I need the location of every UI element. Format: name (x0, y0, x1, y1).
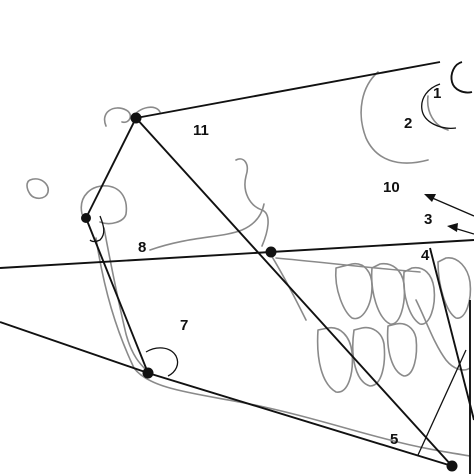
label-8: 8 (138, 239, 146, 256)
incisor-region (415, 299, 471, 371)
arc-nasion-inner (450, 61, 473, 94)
line-mandibular-plane-left (0, 321, 149, 374)
line-incisor-axis (429, 247, 474, 421)
label-4: 4 (421, 247, 430, 264)
orbit-curve (360, 71, 429, 164)
point-pterygoid (265, 246, 277, 258)
line-sella-nasion (135, 61, 441, 119)
nasal-bone (426, 95, 449, 131)
line-mandibular-plane (147, 372, 453, 467)
maxilla-outline (149, 203, 265, 251)
upper-tooth-3 (402, 266, 436, 325)
landmark-points (81, 112, 458, 472)
line-palatal-plane (0, 239, 474, 269)
line-sella-gnathion (135, 117, 453, 467)
label-7: 7 (180, 317, 188, 334)
arc-articulare (89, 215, 105, 243)
arrow-10-shaft (429, 196, 474, 217)
label-11: 11 (193, 122, 209, 139)
angle-arcs (89, 61, 473, 377)
lower-molar (316, 327, 354, 393)
pterygoid-outline (235, 158, 269, 247)
point-articulare (81, 213, 91, 223)
labels: 1 2 10 3 4 11 8 7 5 (138, 85, 441, 448)
point-sella (130, 112, 142, 124)
line-articulare-gonion (85, 217, 149, 374)
label-1: 1 (433, 85, 441, 102)
upper-tooth-2 (370, 262, 406, 325)
line-lower-incisor (417, 349, 467, 456)
lower-tooth-3 (386, 322, 418, 377)
line-sella-articulare (85, 117, 137, 219)
arrow-3-shaft (453, 227, 474, 235)
point-gonion (142, 367, 154, 379)
point-gnathion (446, 460, 458, 472)
construction-lines (0, 61, 474, 474)
label-5: 5 (390, 431, 398, 448)
small-ring (26, 178, 50, 200)
label-3: 3 (424, 211, 432, 228)
upper-tooth-4 (437, 257, 472, 319)
arrows (424, 194, 474, 235)
arc-nasion (421, 83, 457, 129)
label-10: 10 (383, 179, 400, 196)
arrow-10-head (424, 194, 436, 202)
condyle-ramus-outline (80, 185, 128, 225)
lower-tooth-2 (351, 326, 386, 387)
arrow-3-head (447, 223, 458, 232)
label-2: 2 (404, 115, 412, 132)
arc-gonion (145, 347, 179, 377)
ramus-back (103, 227, 149, 373)
upper-molar (334, 262, 373, 320)
